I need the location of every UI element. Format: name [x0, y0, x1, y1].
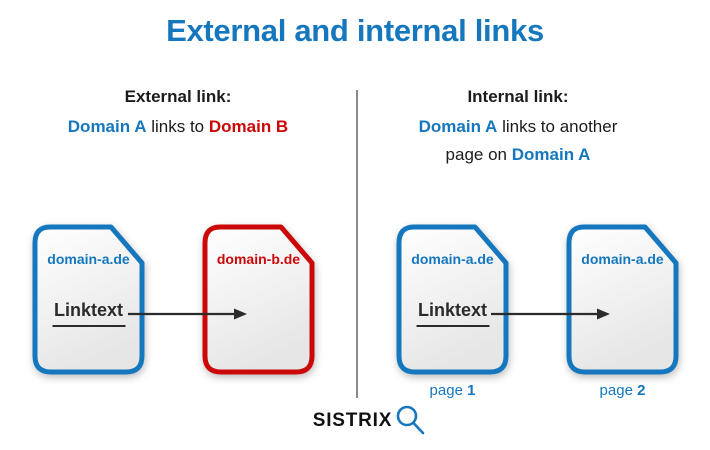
- document-page-icon: [396, 224, 509, 375]
- external-link-sentence: Domain A links to Domain B: [0, 113, 356, 141]
- domain-a-text: Domain A: [418, 117, 498, 136]
- document-card-domain-a-page2: domain-a.de page 2: [566, 224, 679, 399]
- document-card-domain-a-page1: domain-a.de Linktext page 1: [396, 224, 509, 399]
- document-page-icon: [566, 224, 679, 375]
- magnifier-icon: [396, 405, 425, 435]
- page-word: page: [599, 382, 638, 399]
- external-link-section: External link: Domain A links to Domain …: [0, 86, 356, 141]
- brand-footer: SISTRIX: [15, 404, 710, 438]
- document-page-icon: [32, 224, 145, 375]
- brand-name: SISTRIX: [312, 410, 393, 431]
- document-domain-label: domain-a.de: [581, 251, 664, 267]
- page-word: page: [429, 382, 468, 399]
- document-card-domain-a-source: domain-a.de Linktext: [32, 224, 145, 375]
- linktext-anchor: Linktext: [51, 300, 126, 327]
- domain-a-text: Domain A: [511, 145, 591, 164]
- page-title: External and internal links: [166, 13, 544, 48]
- page-number: 1: [467, 382, 476, 399]
- document-page-icon: [202, 224, 315, 375]
- document-domain-label: domain-a.de: [47, 251, 130, 267]
- page-number: 2: [637, 382, 646, 399]
- internal-link-heading: Internal link:: [467, 87, 569, 106]
- internal-link-arrow-icon: [491, 308, 610, 320]
- document-domain-label: domain-a.de: [411, 251, 494, 267]
- internal-link-sentence-line1: Domain A links to another: [357, 113, 679, 141]
- page-on-text: page on: [445, 145, 512, 164]
- section-divider: [356, 90, 358, 398]
- links-to-text: links to: [146, 117, 209, 136]
- internal-link-sentence-line2: page on Domain A: [357, 141, 679, 169]
- document-card-domain-b-target: domain-b.de: [202, 224, 315, 375]
- linktext-anchor: Linktext: [415, 300, 490, 327]
- page-1-label: page 1: [396, 382, 509, 399]
- domain-b-text: Domain B: [208, 117, 289, 136]
- external-link-arrow-icon: [128, 308, 247, 320]
- document-domain-label: domain-b.de: [216, 251, 301, 267]
- page-2-label: page 2: [566, 382, 679, 399]
- domain-a-text: Domain A: [67, 117, 147, 136]
- internal-link-section: Internal link: Domain A links to another…: [357, 86, 679, 169]
- external-link-heading: External link:: [124, 87, 232, 106]
- links-to-another-text: links to another: [497, 117, 618, 136]
